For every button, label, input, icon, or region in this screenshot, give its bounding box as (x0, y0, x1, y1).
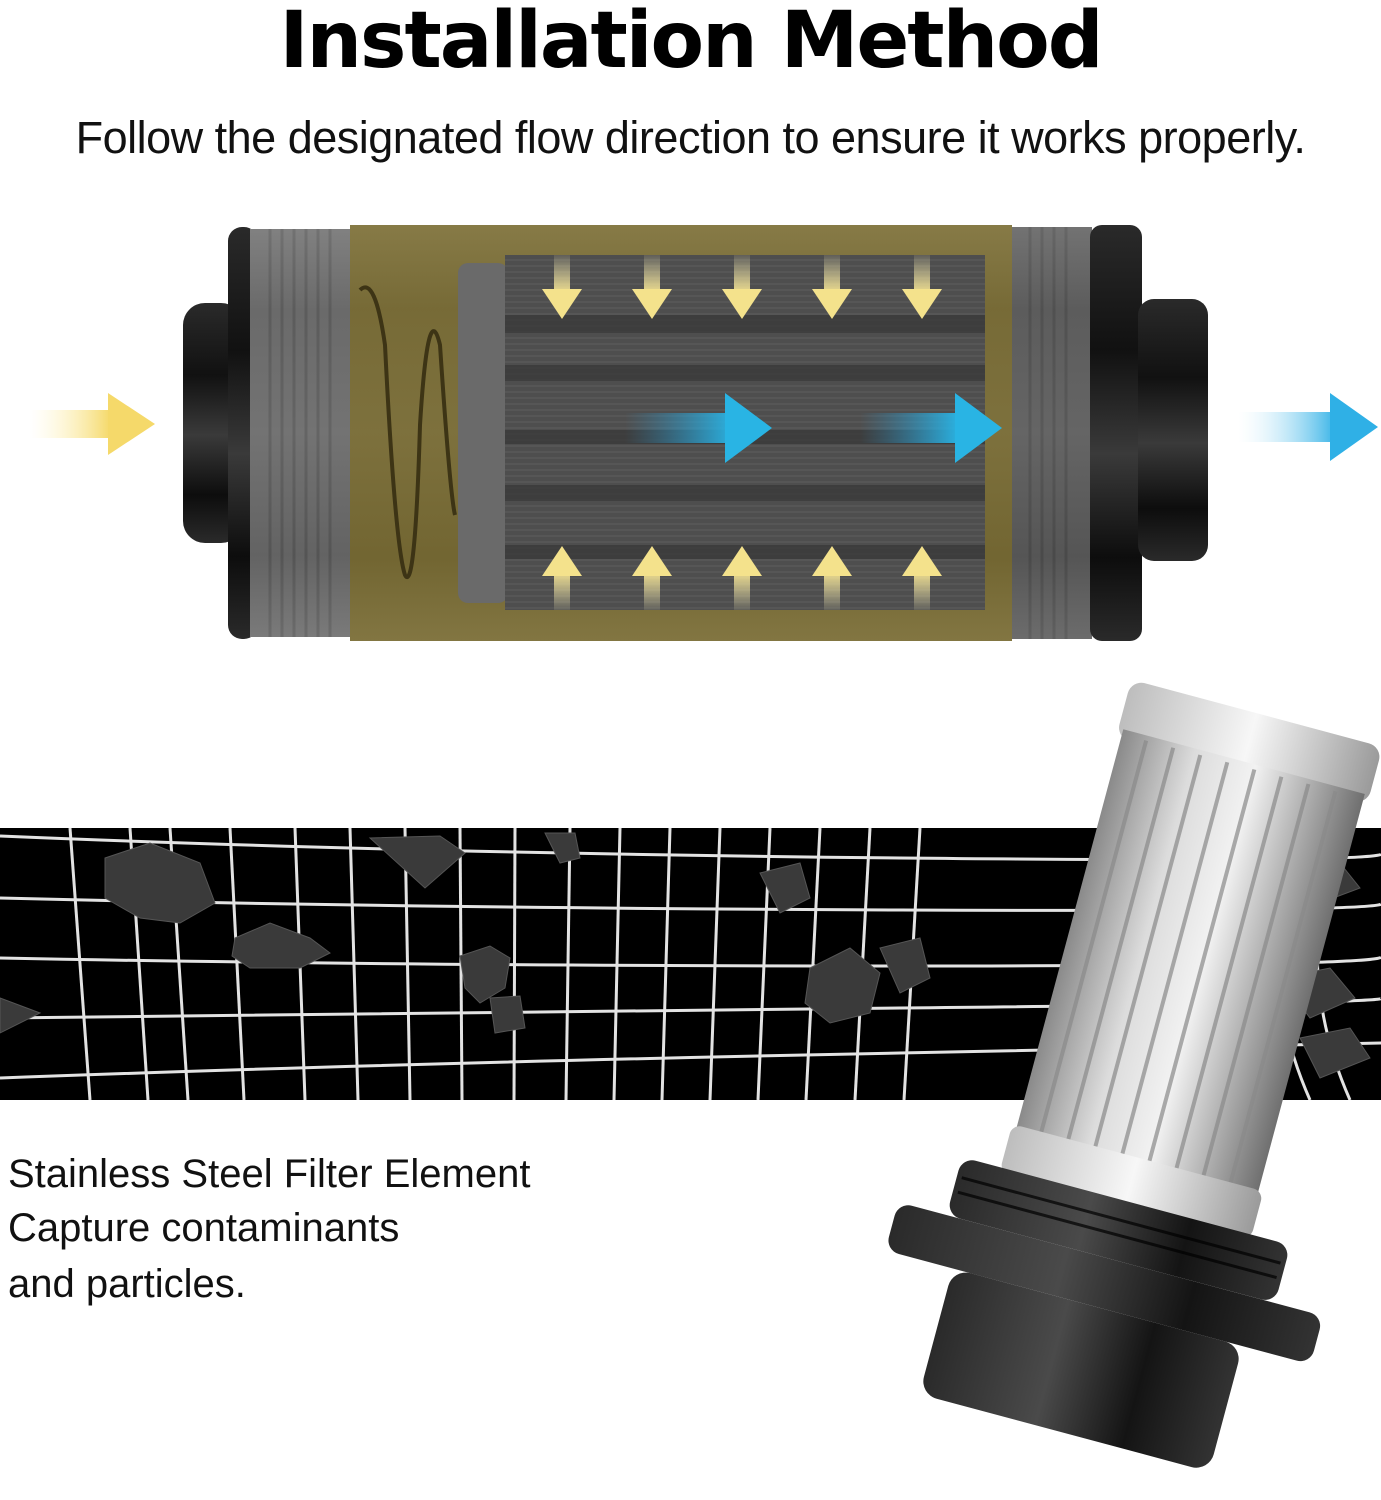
filter-element-product-image (820, 670, 1380, 1500)
axial-flow-arrows (625, 393, 1002, 463)
flow-diagram (0, 215, 1381, 655)
filter-cutaway-illustration (30, 225, 1378, 641)
feature-body-line-1: Capture contaminants (8, 1206, 400, 1250)
feature-title: Stainless Steel Filter Element (8, 1152, 531, 1196)
page-subtitle: Follow the designated flow direction to … (75, 112, 1306, 163)
outlet-arrow-icon (1238, 393, 1378, 461)
page-title: Installation Method (279, 0, 1103, 86)
feature-body-line-2: and particles. (8, 1262, 246, 1306)
feature-caption: Stainless Steel Filter Element Capture c… (8, 1148, 530, 1312)
radial-inflow-arrows-bottom (542, 546, 942, 610)
inlet-arrow-icon (30, 393, 155, 455)
radial-inflow-arrows-top (542, 255, 942, 319)
